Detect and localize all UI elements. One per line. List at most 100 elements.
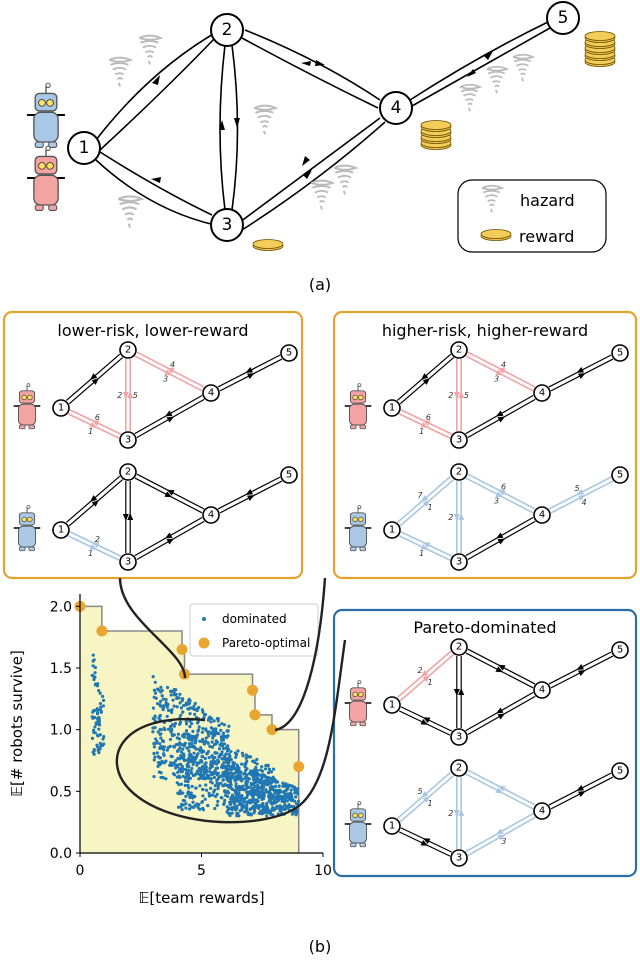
dominated-point [164, 759, 168, 763]
dominated-point [179, 782, 184, 786]
dominated-point [188, 752, 192, 756]
dominated-point [216, 719, 220, 723]
dominated-point [222, 756, 226, 761]
node-3: 3 [450, 849, 468, 867]
svg-text:5: 5 [286, 348, 292, 359]
caption-b: (b) [309, 937, 332, 956]
dominated-point [242, 772, 246, 776]
dominated-point [159, 690, 163, 694]
dominated-point [203, 739, 208, 743]
dominated-point [271, 793, 275, 797]
edge-arrow [122, 514, 129, 521]
dominated-point [96, 682, 100, 686]
node-2: 2 [119, 341, 137, 359]
dominated-point [222, 773, 226, 777]
edge-arrow [576, 664, 585, 670]
dominated-point [180, 802, 184, 806]
dominated-point [225, 729, 229, 733]
dominated-point [260, 765, 264, 769]
dominated-point [156, 730, 160, 734]
svg-text:1: 1 [389, 525, 395, 536]
dominated-point [204, 783, 208, 787]
node-2: 2 [450, 341, 468, 359]
dominated-points [90, 653, 301, 818]
edge-arrow [453, 392, 460, 399]
dominated-point [278, 790, 283, 794]
node-2: 2 [450, 759, 468, 777]
node-1: 1 [383, 399, 401, 417]
dominated-point [233, 778, 237, 783]
edge-arrow [245, 489, 254, 495]
dominated-point [152, 745, 156, 749]
dominated-point [226, 774, 230, 778]
dominated-point [102, 734, 106, 739]
dominated-point [159, 736, 163, 740]
edge-arrow [497, 416, 506, 423]
dominated-point [196, 721, 200, 725]
dominated-point [153, 691, 158, 695]
edge-label: 1 [428, 678, 433, 687]
dominated-point [184, 722, 189, 726]
dominated-point [268, 811, 273, 815]
dominated-point [154, 737, 158, 741]
dominated-point [162, 748, 166, 752]
pareto-front-line [80, 605, 300, 853]
edge-arrow [127, 391, 134, 398]
dominated-point [223, 798, 227, 802]
dominated-point [214, 766, 218, 770]
edge-arrow [421, 670, 429, 677]
svg-text:5: 5 [617, 645, 623, 656]
dominated-point [96, 733, 100, 738]
dominated-point [260, 775, 264, 779]
dominated-point [193, 712, 197, 716]
dominated-point [212, 742, 217, 747]
dominated-point [265, 814, 269, 818]
dominated-point [225, 749, 230, 753]
dominated-point [232, 798, 237, 802]
dominated-point [192, 751, 196, 755]
dominated-point [197, 803, 201, 807]
dominated-point [256, 786, 260, 790]
dominated-point [230, 811, 234, 815]
dominated-point [294, 795, 298, 799]
robot-blue-icon [26, 82, 66, 149]
edge-arrow [453, 689, 460, 696]
dominated-point [208, 744, 212, 749]
dominated-point [244, 756, 248, 760]
dominated-point [258, 791, 262, 795]
edge-label: 2 [448, 809, 453, 818]
dominated-point [159, 685, 163, 689]
dominated-point [216, 758, 220, 762]
edge-arrow [245, 367, 254, 373]
dominated-point [289, 805, 293, 809]
dominated-point [257, 795, 261, 800]
dominated-point [186, 779, 190, 784]
svg-text:3: 3 [222, 215, 233, 235]
dominated-point [214, 731, 218, 735]
edge-arrow [164, 369, 173, 376]
dominated-point [251, 797, 255, 801]
dominated-point [97, 689, 101, 693]
dominated-point [249, 788, 254, 793]
dominated-point [211, 793, 215, 797]
dominated-point [96, 719, 100, 723]
dominated-point [152, 751, 156, 756]
dominated-point [285, 787, 289, 791]
dominated-point [161, 739, 166, 744]
svg-text:2: 2 [456, 642, 462, 653]
edge-label: 1 [419, 549, 424, 558]
dominated-point [204, 761, 208, 765]
dominated-point [93, 708, 98, 712]
dominated-point [262, 796, 266, 801]
edge-label: 3 [494, 374, 499, 383]
dominated-point [226, 784, 230, 789]
dominated-point [215, 781, 219, 785]
node-1: 1 [383, 817, 401, 835]
dominated-point [203, 797, 207, 801]
dominated-point [216, 784, 220, 788]
dominated-point [259, 803, 263, 807]
dominated-point [187, 702, 191, 706]
